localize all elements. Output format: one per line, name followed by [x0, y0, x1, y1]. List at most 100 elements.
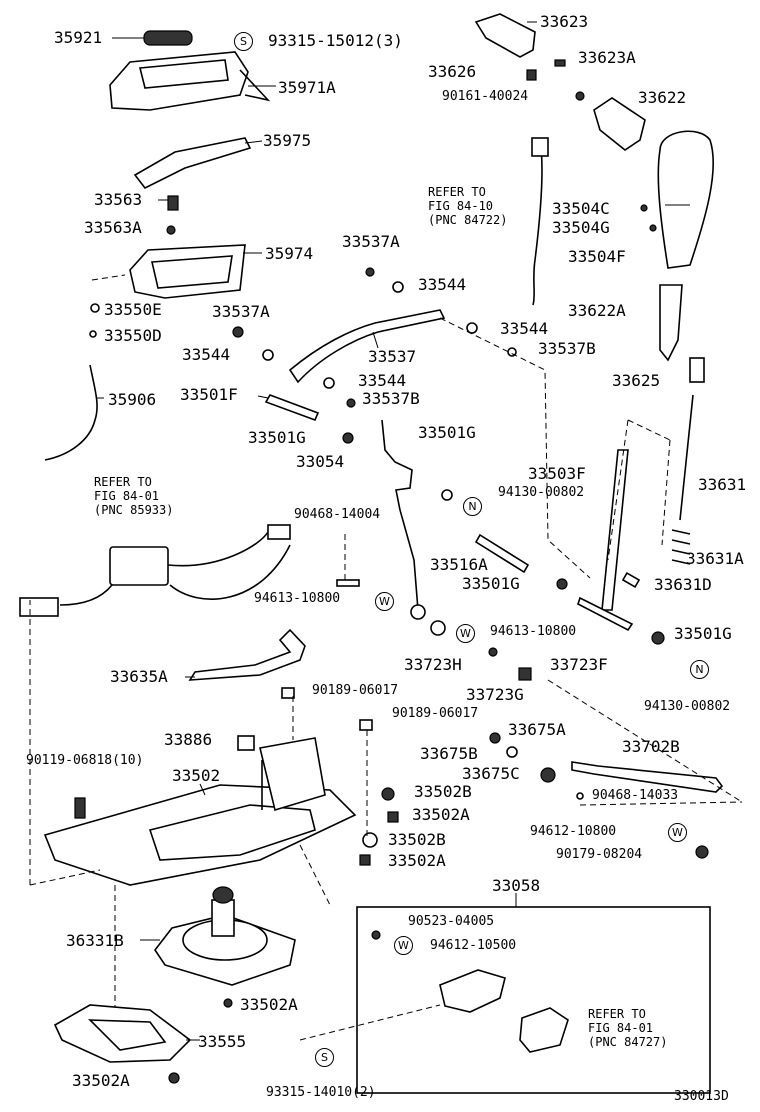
label-33544-2: 33544 — [500, 319, 549, 338]
label-33502A-1: 33502A — [412, 805, 470, 824]
label-33537B-1: 33537B — [538, 339, 596, 358]
ref-fig-84-01-b: REFER TO FIG 84-01 (PNC 84727) — [588, 1007, 668, 1049]
label-94130-00802-1: 94130-00802 — [498, 485, 585, 500]
box-33058 — [356, 906, 711, 1094]
label-36331B: 36331B — [66, 931, 124, 950]
part-33623 — [474, 13, 537, 58]
part-33563 — [167, 195, 179, 211]
part-33054 — [381, 419, 419, 611]
label-33501G-1: 33501G — [248, 428, 306, 447]
label-90523-04005: 90523-04005 — [408, 914, 495, 929]
label-33503F: 33503F — [528, 464, 586, 483]
label-35921: 35921 — [54, 28, 103, 47]
label-33501F: 33501F — [180, 385, 238, 404]
part-33631 — [679, 394, 694, 521]
label-33555: 33555 — [198, 1032, 247, 1051]
label-94130-00802-2: 94130-00802 — [644, 699, 731, 714]
label-33502A-2: 33502A — [388, 851, 446, 870]
w-symbol-icon-1: W — [375, 592, 394, 611]
label-33622A: 33622A — [568, 301, 626, 320]
label-33723H: 33723H — [404, 655, 462, 674]
w-symbol-icon-4: W — [394, 936, 413, 955]
ref-fig-84-01-a: REFER TO FIG 84-01 (PNC 85933) — [94, 475, 174, 517]
n-symbol-icon-1: N — [463, 497, 482, 516]
part-switch-33058 — [439, 969, 506, 1013]
label-33537A-1: 33537A — [342, 232, 400, 251]
label-94612-10800: 94612-10800 — [530, 824, 617, 839]
label-33501G-3: 33501G — [462, 574, 520, 593]
label-33054: 33054 — [296, 452, 345, 471]
label-94613-10800-2: 94613-10800 — [490, 624, 577, 639]
label-33563: 33563 — [94, 190, 143, 209]
label-33502B-2: 33502B — [388, 830, 446, 849]
s-symbol-icon-2: S — [315, 1048, 334, 1067]
part-33886 — [237, 735, 255, 751]
part-35971A — [109, 51, 276, 111]
label-90189-06017-1: 90189-06017 — [312, 683, 399, 698]
label-330013D: 330013D — [674, 1089, 729, 1104]
label-93315-15012: 93315-15012(3) — [268, 31, 403, 50]
label-33550E: 33550E — [104, 300, 162, 319]
part-36331B — [140, 886, 296, 986]
label-33723F: 33723F — [550, 655, 608, 674]
part-33622A — [659, 284, 683, 362]
label-35975: 35975 — [263, 131, 312, 150]
label-90179-08204: 90179-08204 — [556, 847, 643, 862]
label-35974: 35974 — [265, 244, 314, 263]
label-35971A: 35971A — [278, 78, 336, 97]
label-33502A-3: 33502A — [240, 995, 298, 1014]
label-33675B: 33675B — [420, 744, 478, 763]
label-33537B-2: 33537B — [362, 389, 420, 408]
label-33631: 33631 — [698, 475, 747, 494]
part-33503F — [577, 419, 671, 632]
label-33623: 33623 — [540, 12, 589, 31]
n-symbol-icon-2: N — [690, 660, 709, 679]
label-33631A: 33631A — [686, 549, 744, 568]
label-33502A-4: 33502A — [72, 1071, 130, 1090]
label-33501G-2: 33501G — [418, 423, 476, 442]
label-33502: 33502 — [172, 766, 221, 785]
part-33625 — [689, 357, 705, 383]
label-33702B: 33702B — [622, 737, 680, 756]
label-33622: 33622 — [638, 88, 687, 107]
label-33631D: 33631D — [654, 575, 712, 594]
part-connector-84727 — [519, 1007, 569, 1053]
label-33623A: 33623A — [578, 48, 636, 67]
label-33626: 33626 — [428, 62, 477, 81]
label-90161-40024: 90161-40024 — [442, 89, 529, 104]
part-33502 — [43, 737, 357, 886]
part-33723H — [430, 620, 446, 636]
part-33635A — [188, 628, 306, 681]
label-33563A: 33563A — [84, 218, 142, 237]
label-94612-10500: 94612-10500 — [430, 938, 517, 953]
label-33625: 33625 — [612, 371, 661, 390]
label-33550D: 33550D — [104, 326, 162, 345]
part-connector-85933 — [19, 524, 291, 617]
part-33622 — [593, 97, 646, 151]
ref-fig-84-10: REFER TO FIG 84-10 (PNC 84722) — [428, 185, 508, 227]
label-33675C: 33675C — [462, 764, 520, 783]
label-33537A-2: 33537A — [212, 302, 270, 321]
part-33537 — [288, 309, 446, 384]
label-33544-3: 33544 — [182, 345, 231, 364]
label-33537: 33537 — [368, 347, 417, 366]
part-33516A — [474, 533, 530, 574]
label-33504G: 33504G — [552, 218, 610, 237]
label-93315-14010: 93315-14010(2) — [266, 1085, 376, 1100]
label-33504C: 33504C — [552, 199, 610, 218]
label-33058: 33058 — [492, 876, 541, 895]
label-90468-14033: 90468-14033 — [592, 788, 679, 803]
label-33635A: 33635A — [110, 667, 168, 686]
part-35975 — [133, 137, 252, 190]
label-90468-14004: 90468-14004 — [294, 507, 381, 522]
label-33675A: 33675A — [508, 720, 566, 739]
part-33504F — [657, 130, 715, 269]
label-33544-1: 33544 — [418, 275, 467, 294]
label-90119-06818: 90119-06818(10) — [26, 753, 144, 768]
label-90189-06017-2: 90189-06017 — [392, 706, 479, 721]
label-33516A: 33516A — [430, 555, 488, 574]
s-symbol-icon: S — [234, 32, 253, 51]
part-33702B — [571, 761, 724, 793]
label-33886: 33886 — [164, 730, 213, 749]
